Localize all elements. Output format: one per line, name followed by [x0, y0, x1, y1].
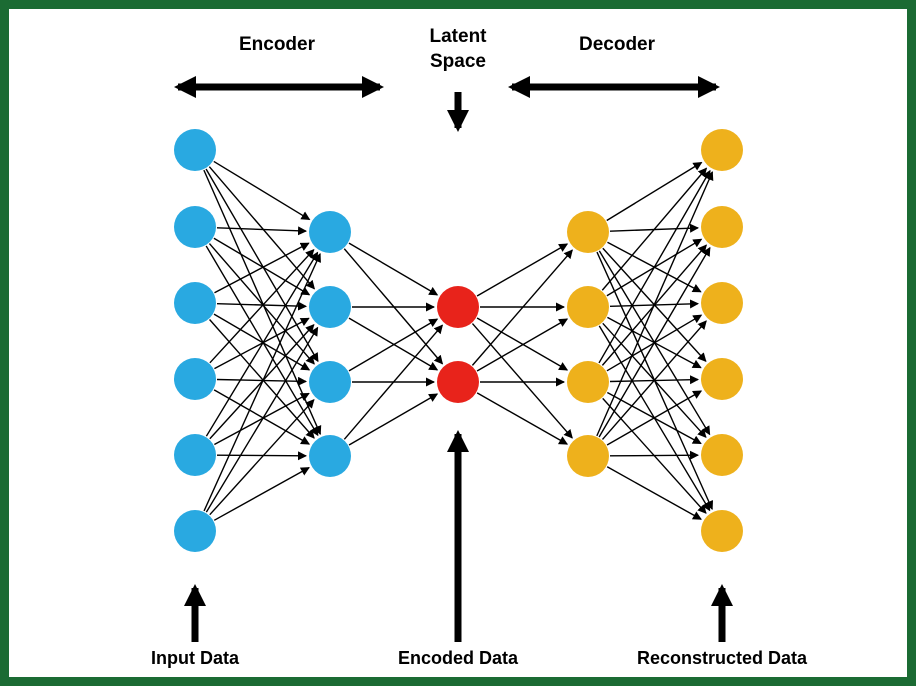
latent-layer — [437, 286, 479, 403]
encoder-hidden-node — [309, 211, 351, 253]
input-node — [174, 282, 216, 324]
output-node — [701, 282, 743, 324]
encoder-hidden-node — [309, 286, 351, 328]
decoder-hidden-layer — [567, 211, 609, 477]
connection-lines — [203, 160, 714, 521]
input-data-label: Input Data — [151, 648, 239, 668]
output-node — [701, 434, 743, 476]
decoder-hidden-node — [567, 286, 609, 328]
output-layer — [701, 129, 743, 552]
input-layer — [174, 129, 216, 552]
latent-node — [437, 361, 479, 403]
autoencoder-network-svg — [174, 76, 743, 642]
decoder-label: Decoder — [578, 34, 656, 55]
input-node — [174, 358, 216, 400]
input-node — [174, 206, 216, 248]
output-node — [701, 358, 743, 400]
annotation-arrows — [174, 76, 733, 642]
latent-space-label: Latent Space — [429, 26, 487, 72]
input-node — [174, 510, 216, 552]
input-node — [174, 129, 216, 171]
output-node — [701, 129, 743, 171]
encoder-hidden-layer — [309, 211, 351, 477]
encoder-label: Encoder — [238, 34, 316, 55]
output-node — [701, 206, 743, 248]
encoded-data-label: Encoded Data — [397, 648, 519, 668]
decoder-hidden-node — [567, 361, 609, 403]
decoder-hidden-node — [567, 435, 609, 477]
input-node — [174, 434, 216, 476]
reconstructed-data-label: Reconstructed Data — [636, 648, 808, 668]
encoder-hidden-node — [309, 361, 351, 403]
decoder-hidden-node — [567, 211, 609, 253]
latent-node — [437, 286, 479, 328]
encoder-hidden-node — [309, 435, 351, 477]
output-node — [701, 510, 743, 552]
